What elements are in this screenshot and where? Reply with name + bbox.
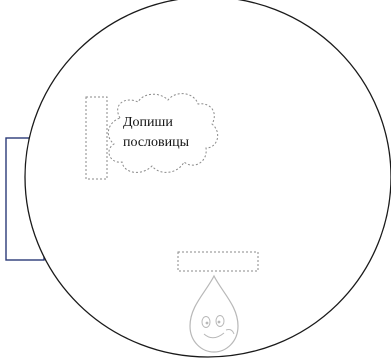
droplet-body <box>189 274 239 353</box>
cloud-caption-line-1: Допиши <box>123 115 173 130</box>
droplet-hand <box>225 329 235 335</box>
thought-cloud <box>107 93 219 173</box>
answer-box-vertical[interactable] <box>85 96 108 180</box>
cloud-caption: Допиши пословицы <box>123 113 233 153</box>
droplet-eye-left <box>201 316 211 328</box>
droplet-smile <box>203 332 225 339</box>
droplet-eye-right <box>215 315 225 327</box>
water-droplet-character-icon <box>189 274 239 353</box>
droplet-pupil-right <box>217 320 221 324</box>
cloud-caption-line-2: пословицы <box>123 135 190 150</box>
answer-box-horizontal[interactable] <box>177 251 259 272</box>
droplet-pupil-left <box>205 321 209 325</box>
main-circle <box>24 0 391 358</box>
